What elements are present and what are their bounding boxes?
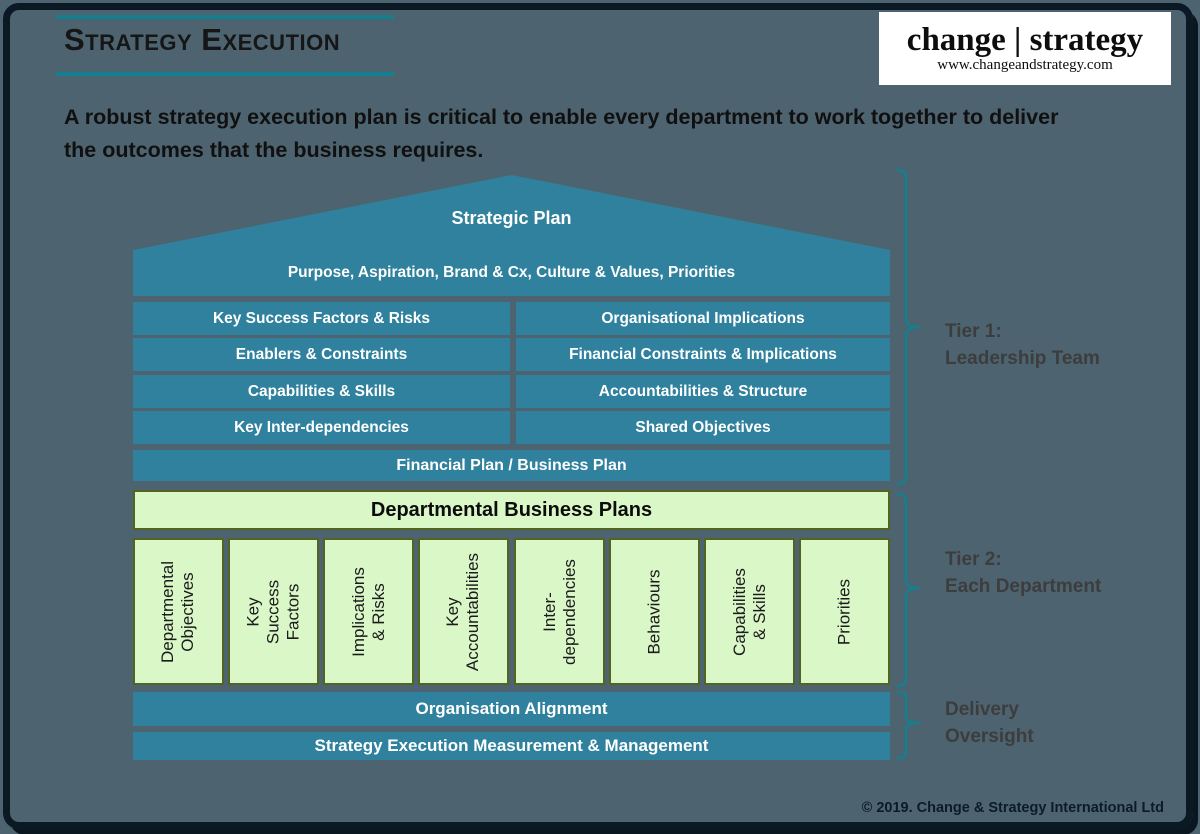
intro-bold-phrase: strategy execution plan (157, 105, 398, 129)
column-label: Departmental Objectives (158, 560, 198, 663)
intro-suffix: is critical to enable every department t… (64, 105, 1059, 162)
tier1-cell-key-inter-dependencies: Key Inter-dependencies (133, 411, 510, 444)
delivery-bracket (896, 690, 921, 760)
department-column-departmental-objectives: Departmental Objectives (133, 538, 224, 685)
tier1-label-title: Tier 1: (945, 321, 1002, 342)
delivery-label-title: Delivery (945, 699, 1019, 720)
organisation-alignment-row: Organisation Alignment (133, 692, 890, 726)
tier1-bracket (896, 168, 921, 486)
strategy-execution-measurement-row: Strategy Execution Measurement & Managem… (133, 732, 890, 760)
column-label: Key Accountabilities (443, 552, 483, 671)
copyright-text: © 2019. Change & Strategy International … (861, 800, 1164, 816)
column-label: Behaviours (644, 568, 664, 655)
tier1-cell-enablers-constraints: Enablers & Constraints (133, 338, 510, 371)
tier1-cell-organisational-implications: Organisational Implications (516, 302, 890, 335)
title-rule-bottom (56, 72, 394, 76)
department-column-behaviours: Behaviours (609, 538, 700, 685)
delivery-label-subtitle: Oversight (945, 726, 1034, 747)
tier2-bracket (896, 492, 921, 688)
tier1-cell-key-success-factors: Key Success Factors & Risks (133, 302, 510, 335)
tier1-label-subtitle: Leadership Team (945, 348, 1100, 369)
tier2-label-title: Tier 2: (945, 549, 1002, 570)
tier1-cell-capabilities-skills: Capabilities & Skills (133, 375, 510, 408)
tier2-label-subtitle: Each Department (945, 576, 1102, 597)
column-label: Priorities (834, 578, 854, 645)
column-label: Implications & Risks (348, 566, 388, 657)
delivery-oversight-label: Delivery Oversight (945, 696, 1034, 750)
department-column-priorities: Priorities (799, 538, 890, 685)
roof-subtitle: Purpose, Aspiration, Brand & Cx, Culture… (287, 264, 736, 281)
tier1-label: Tier 1: Leadership Team (945, 318, 1100, 372)
brand-name: change | strategy (906, 22, 1144, 58)
department-column-capabilities-skills: Capabilities & Skills (704, 538, 795, 685)
department-column-key-success-factors: Key Success Factors (228, 538, 319, 685)
tier2-label: Tier 2: Each Department (945, 546, 1101, 600)
roof-title: Strategic Plan (451, 208, 572, 228)
page-title: Strategy Execution (64, 22, 341, 57)
column-label: Capabilities & Skills (729, 567, 769, 656)
tier1-cell-financial-constraints: Financial Constraints & Implications (516, 338, 890, 371)
strategic-plan-roof: Strategic Plan Purpose, Aspiration, Bran… (133, 175, 890, 296)
intro-text: A robust strategy execution plan is crit… (64, 101, 1094, 167)
department-column-implications-risks: Implications & Risks (323, 538, 414, 685)
title-rule-top (56, 15, 394, 19)
department-column-inter-dependencies: Inter- dependencies (514, 538, 605, 685)
column-label: Inter- dependencies (539, 558, 579, 665)
column-label: Key Success Factors (243, 579, 303, 644)
brand-url[interactable]: www.changeandstrategy.com (937, 57, 1113, 73)
department-column-key-accountabilities: Key Accountabilities (418, 538, 509, 685)
tier1-cell-shared-objectives: Shared Objectives (516, 411, 890, 444)
financial-plan-row: Financial Plan / Business Plan (133, 450, 890, 481)
intro-prefix: A robust (64, 105, 158, 129)
departmental-business-plans-header: Departmental Business Plans (133, 490, 890, 530)
brand-logo: change | strategy www.changeandstrategy.… (879, 12, 1171, 85)
tier1-cell-accountabilities-structure: Accountabilities & Structure (516, 375, 890, 408)
